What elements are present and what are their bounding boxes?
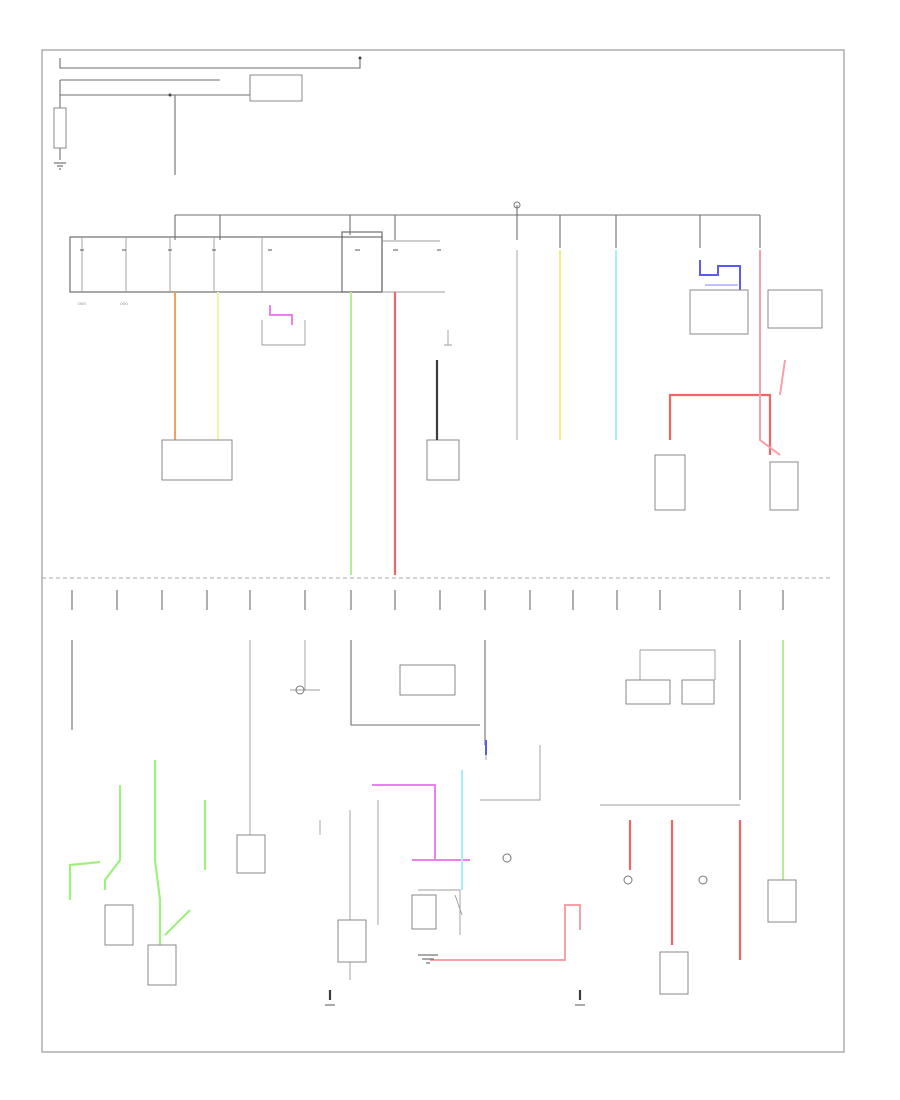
main-fuse-bus (174, 201, 761, 248)
underhood-fuse-relay-box-top (249, 74, 303, 102)
lower-components (104, 685, 797, 1006)
battery-icon (53, 107, 67, 149)
diagram-border (41, 49, 845, 1053)
battery-section (53, 56, 362, 175)
svg-text:OOO: OOO (78, 302, 86, 306)
lower-branch-wires (68, 740, 742, 980)
lower-fuse-row (71, 590, 784, 880)
ground-icon (54, 162, 66, 170)
left-branch-wires (161, 292, 460, 575)
right-upper-branch-wires (516, 250, 823, 511)
relay-icon (654, 454, 686, 511)
connector-icon (161, 439, 233, 481)
svg-text:OOO: OOO (120, 302, 128, 306)
switch-icon (454, 894, 463, 916)
upper-fuse-box: OOO OOO (69, 231, 445, 306)
